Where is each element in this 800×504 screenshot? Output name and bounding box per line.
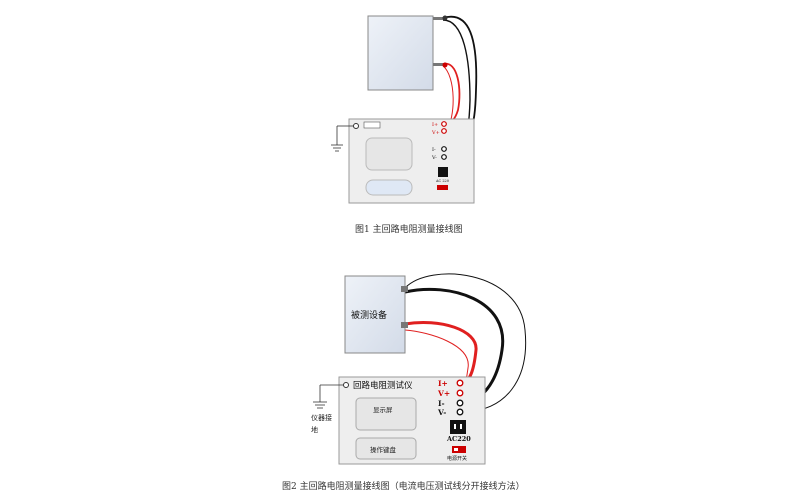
fig2-device-label: 被测设备: [351, 309, 387, 321]
fig1-power-socket: [438, 167, 448, 177]
fig1-terminals: I+ V+ I- V-: [431, 121, 447, 161]
fig1-power-label: AC 220: [435, 179, 449, 183]
fig2-meter-label: 回路电阻测试仪: [353, 380, 413, 391]
fig1-clip-red: [442, 62, 448, 68]
fig2-black-wire-outer: [404, 273, 527, 413]
fig1-device-terminal-bottom: [433, 63, 443, 66]
fig2-device-terminal-top: [401, 286, 408, 292]
fig2-device-terminal-bottom: [401, 322, 408, 328]
fig1-red-wire-current: [442, 62, 461, 125]
fig2-power-socket-slot-2: [460, 424, 462, 429]
fig2-terminal-label-v-plus: V+: [437, 389, 450, 398]
fig2-ground-label-line2: 地: [311, 425, 318, 434]
fig1-terminal-v-minus: [441, 154, 447, 160]
fig2-display-label: 显示屏: [373, 406, 393, 414]
fig2-terminal-i-minus: [456, 399, 464, 407]
fig2-terminal-label-i-minus: I-: [438, 399, 445, 408]
fig2-display-panel: [355, 397, 417, 431]
fig2-power-socket: [450, 420, 466, 434]
fig2-terminal-label-v-minus: V-: [437, 408, 446, 417]
fig1-display-panel: [365, 137, 413, 171]
fig2-terminal-v-minus: [456, 408, 464, 416]
fig2-power-switch-knob: [454, 448, 458, 451]
fig2-terminal-label-i-plus: I+: [438, 379, 448, 388]
fig2-device-box: [344, 275, 406, 354]
figure-2: 被测设备 回路电阻测试仪 显示屏 操作键盘 I+ V+ I- V- AC220 …: [311, 273, 527, 465]
fig1-keyboard-panel: [365, 179, 413, 196]
fig1-terminal-v-plus: [441, 128, 447, 134]
figure-2-caption: 图2 主回路电阻测量接线图（电流电压测试线分开接线方法）: [282, 482, 525, 492]
fig1-terminal-label-i-minus: I-: [432, 147, 436, 153]
fig2-ground-terminal: [343, 382, 349, 388]
fig2-power-socket-slot-1: [454, 424, 456, 429]
fig1-meter-title-plate: [363, 121, 381, 129]
figure-1: I+ V+ I- V- AC 220: [331, 15, 478, 204]
fig1-terminal-label-v-plus: V+: [431, 130, 440, 136]
fig1-clip-black: [442, 15, 448, 21]
fig1-device-terminal-top: [433, 17, 443, 20]
fig1-power-switch: [437, 185, 448, 190]
fig2-switch-label: 电源开关: [447, 455, 467, 462]
fig1-ground-terminal: [353, 123, 359, 129]
fig1-device-box: [367, 15, 434, 91]
fig2-keyboard-label: 操作键盘: [370, 445, 397, 454]
fig2-keyboard-panel: [355, 437, 417, 460]
fig2-terminal-i-plus: [456, 379, 464, 387]
fig2-terminal-v-plus: [456, 389, 464, 397]
fig2-power-switch: [452, 446, 466, 453]
figure-1-caption: 图1 主回路电阻测量接线图: [355, 225, 463, 235]
fig2-ground-label-line1: 仪器接: [311, 413, 332, 422]
fig2-power-label: AC220: [446, 435, 471, 443]
fig1-terminal-i-minus: [441, 146, 447, 152]
fig1-terminal-label-v-minus: V-: [431, 155, 437, 161]
fig1-terminal-i-plus: [441, 121, 447, 127]
fig1-terminal-label-i-plus: I+: [432, 122, 438, 128]
fig2-terminals: I+ V+ I- V-: [437, 379, 464, 417]
